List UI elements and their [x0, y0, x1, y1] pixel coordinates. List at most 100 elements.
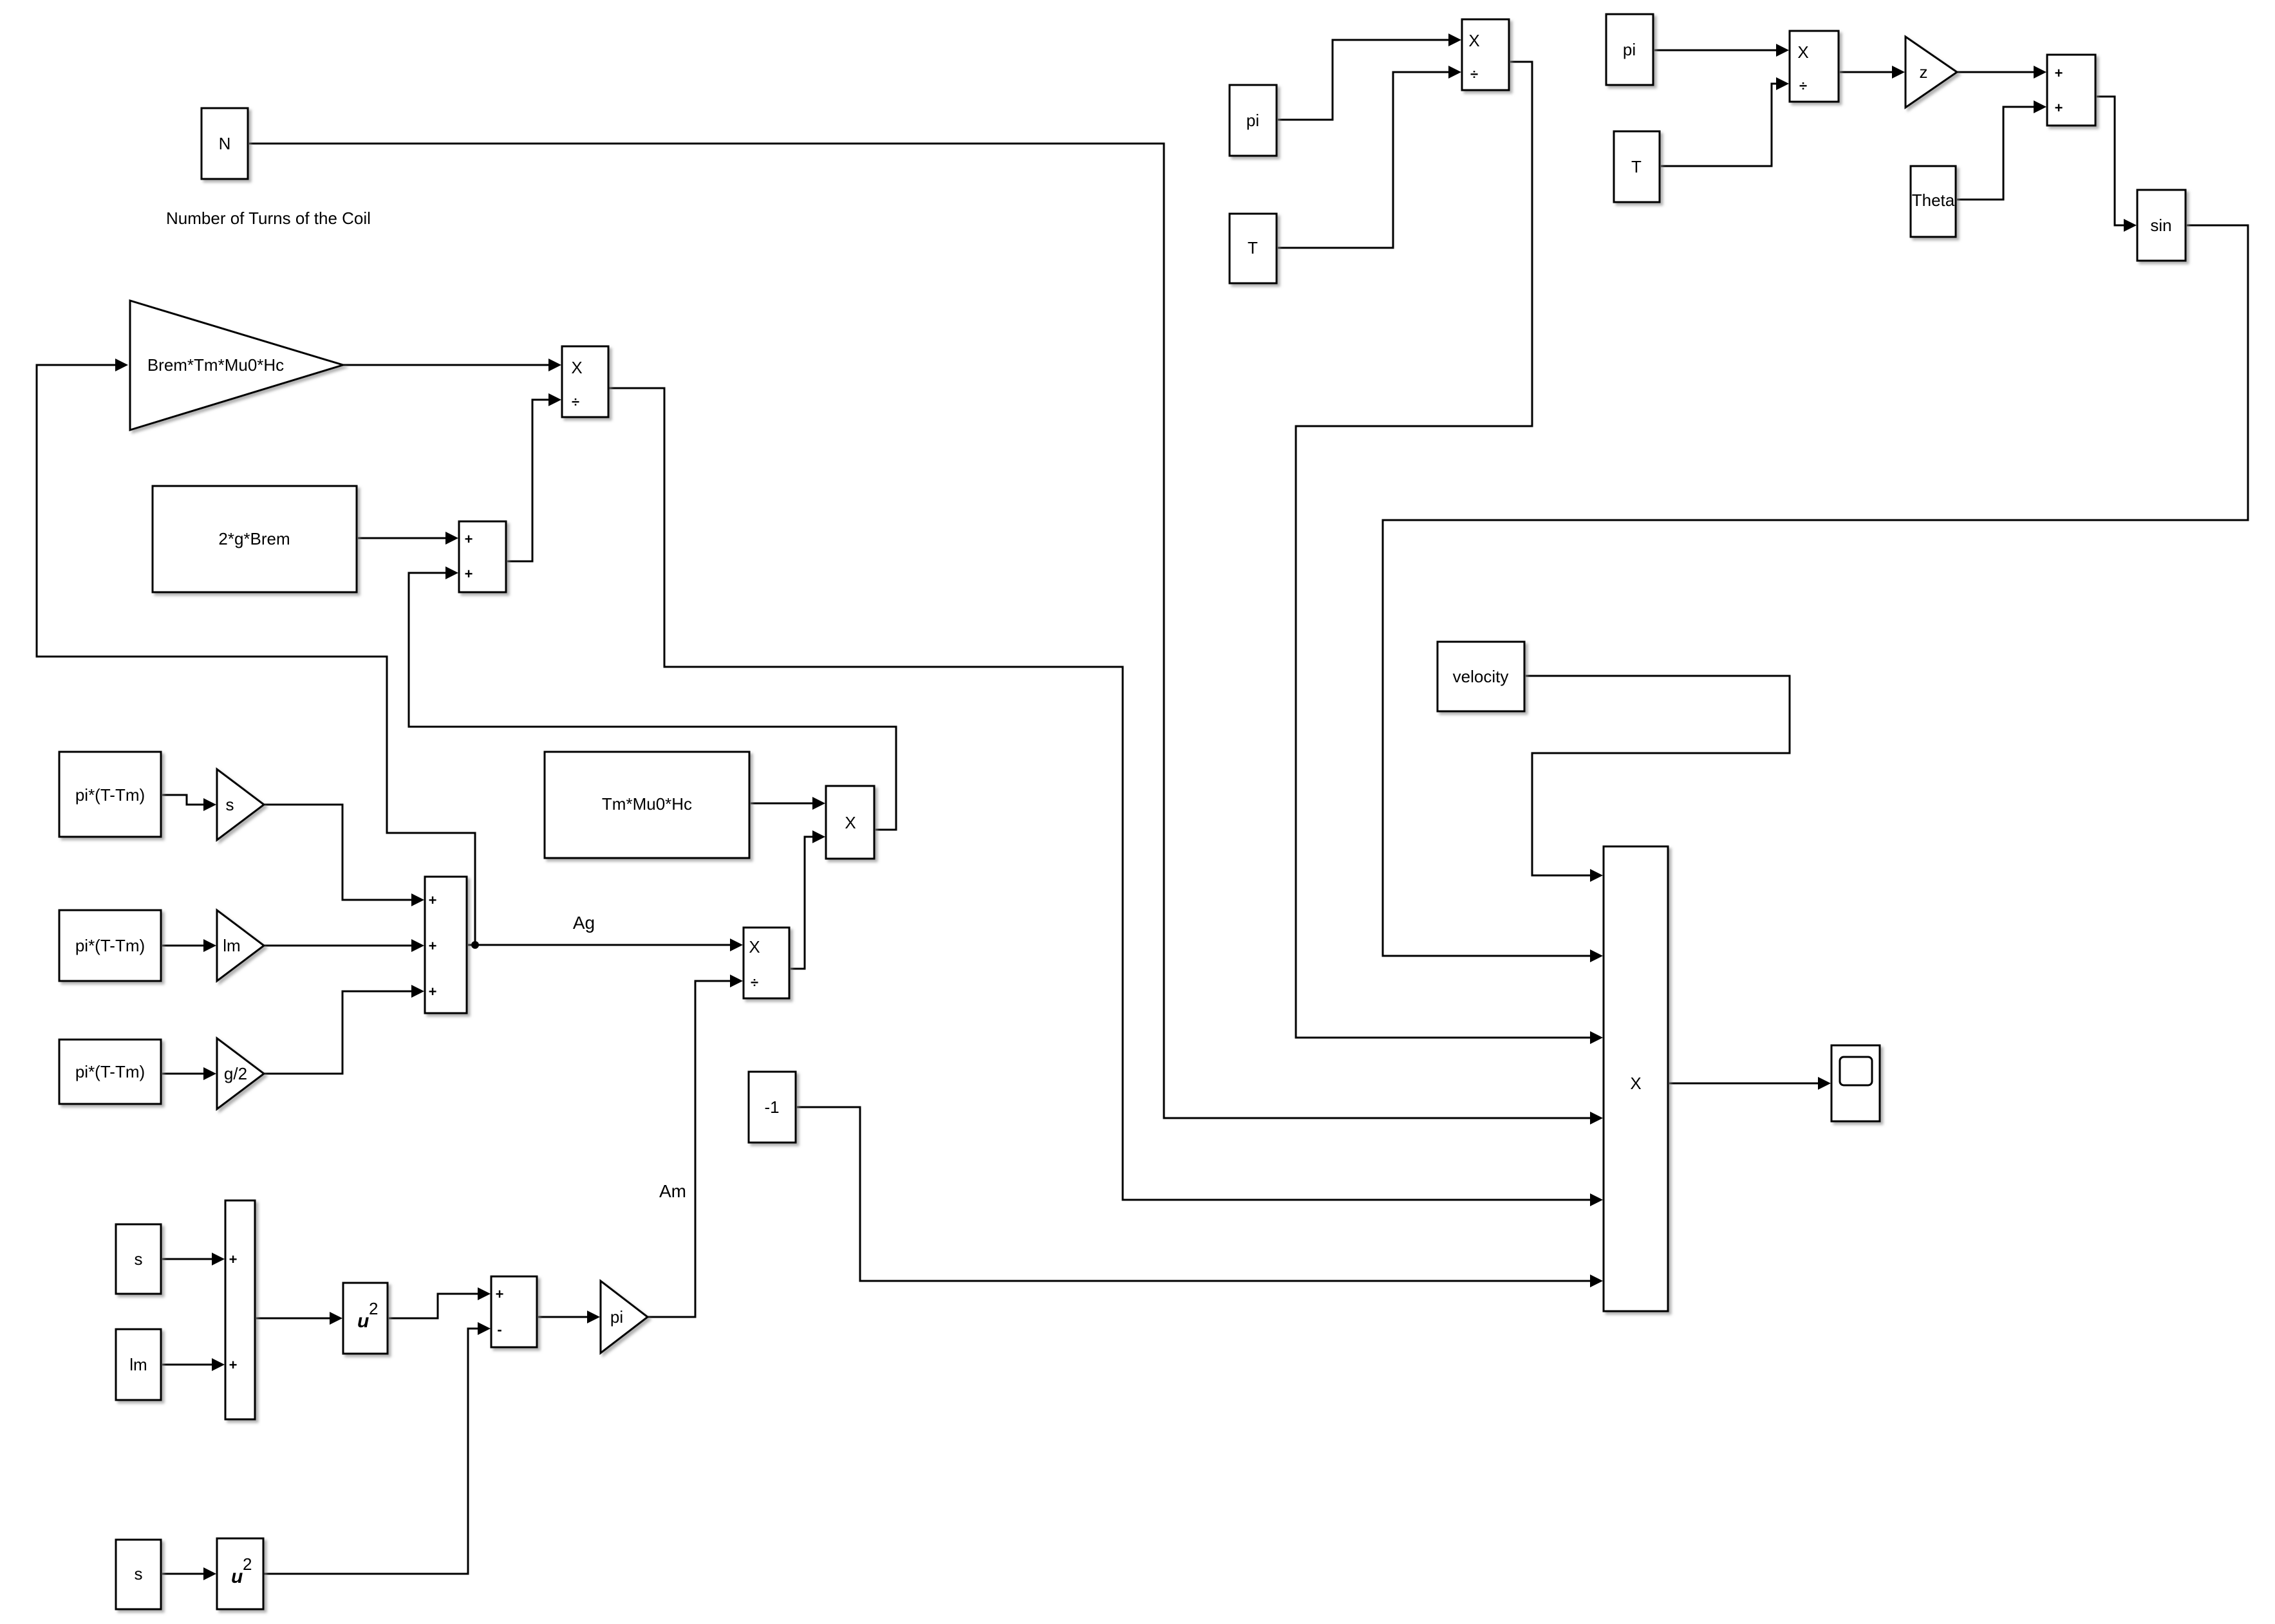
constant-neg1-label: -1 — [764, 1097, 779, 1117]
square-block-2[interactable]: u 2 — [216, 1537, 265, 1610]
divide-block-1[interactable]: X ÷ — [561, 345, 610, 418]
constant-n-label: N — [219, 134, 231, 153]
product-big-label: X — [1630, 1074, 1641, 1093]
divide-block-b[interactable]: X ÷ — [1788, 30, 1840, 103]
constant-t-a-label: T — [1248, 238, 1258, 257]
constant-pi-a-label: pi — [1246, 111, 1259, 130]
constant-theta-block[interactable]: Theta — [1909, 165, 1957, 238]
divide-a-div: ÷ — [1470, 66, 1478, 82]
sin-block[interactable]: sin — [2136, 189, 2187, 262]
sum-1-plus-b: + — [465, 566, 473, 582]
gain-z-label: z — [1920, 62, 1928, 82]
constant-2gbrem-block[interactable]: 2*g*Brem — [151, 485, 358, 593]
wire-s-sum3[interactable] — [264, 803, 415, 901]
constant-pi-block-b[interactable]: pi — [1605, 13, 1654, 86]
signal-lines — [35, 39, 2249, 1575]
square-block-1[interactable]: u 2 — [342, 1282, 389, 1355]
constant-lm-label: lm — [129, 1355, 147, 1374]
sum-1-plus-a: + — [465, 531, 473, 547]
wire-pitm1-s[interactable] — [162, 794, 207, 806]
sum-3-plus-a: + — [229, 1251, 238, 1267]
constant-pitm-block-3[interactable]: pi*(T-Tm) — [58, 1038, 162, 1105]
gain-pi-label: pi — [610, 1307, 623, 1327]
product-block-big[interactable]: X — [1602, 845, 1669, 1312]
wire-t-b[interactable] — [1661, 82, 1780, 167]
constant-theta-label: Theta — [1912, 191, 1955, 210]
wire-sum-div[interactable] — [507, 398, 552, 563]
subtract-plus: + — [496, 1286, 504, 1302]
constant-lm-block[interactable]: lm — [115, 1328, 162, 1401]
constant-tmmu0hc-label: Tm*Mu0*Hc — [602, 794, 692, 814]
sum-block-3[interactable]: + + — [224, 1199, 256, 1421]
constant-2gbrem-label: 2*g*Brem — [218, 529, 290, 548]
sum-2-plus-b: + — [429, 938, 437, 954]
wire-pi-a[interactable] — [1278, 39, 1452, 121]
sum-block-2[interactable]: + + + — [424, 875, 468, 1014]
signal-ag-label: Ag — [573, 913, 595, 933]
divide-2-times: X — [749, 937, 760, 957]
product-block-1[interactable]: X — [825, 785, 875, 860]
constant-neg1-block[interactable]: -1 — [747, 1070, 797, 1144]
n-caption: Number of Turns of the Coil — [166, 209, 371, 228]
wire-g2-sum3[interactable] — [264, 990, 415, 1075]
sum-4-plus-b: + — [2055, 100, 2063, 116]
constant-s-block-1[interactable]: s — [115, 1223, 162, 1295]
wire-sum-sin[interactable] — [2097, 95, 2128, 227]
divide-block-a[interactable]: X ÷ — [1461, 18, 1510, 91]
constant-velocity-block[interactable]: velocity — [1436, 640, 1526, 713]
gain-z-block[interactable]: z — [1904, 35, 1959, 109]
wire-velocity[interactable] — [1526, 675, 1791, 877]
constant-velocity-label: velocity — [1453, 667, 1509, 686]
sin-label: sin — [2150, 216, 2171, 235]
constant-pitm-block-1[interactable]: pi*(T-Tm) — [58, 751, 162, 838]
constant-s-block-2[interactable]: s — [115, 1538, 162, 1610]
gain-lm-block[interactable]: lm — [216, 908, 266, 984]
wire-sin-prod[interactable] — [1381, 224, 2249, 957]
gain-s-label: s — [226, 795, 234, 814]
constant-t-block-b[interactable]: T — [1613, 130, 1661, 203]
constant-pitm-3-label: pi*(T-Tm) — [75, 1062, 145, 1081]
gain-brem-label: Brem*Tm*Mu0*Hc — [147, 355, 284, 375]
wire-sq2-sub[interactable] — [264, 1327, 482, 1575]
wire-sq-sub[interactable] — [389, 1293, 482, 1320]
scope-icon — [1839, 1056, 1873, 1087]
wire-t-a[interactable] — [1278, 71, 1452, 249]
wire-n[interactable] — [249, 142, 1590, 1119]
wire-x-to-sum[interactable] — [407, 572, 897, 831]
sum-block-4[interactable]: + + — [2046, 53, 2097, 127]
constant-t-block-a[interactable]: T — [1228, 212, 1278, 285]
gain-pi-block[interactable]: pi — [599, 1278, 650, 1356]
arrowheads — [115, 33, 2137, 1580]
constant-t-b-label: T — [1631, 157, 1642, 176]
scope-block[interactable] — [1830, 1044, 1881, 1123]
subtract-block[interactable]: + - — [490, 1275, 538, 1349]
sum-3-plus-b: + — [229, 1357, 238, 1373]
constant-pi-b-label: pi — [1623, 40, 1636, 59]
constant-s-1-label: s — [135, 1249, 143, 1269]
sum-2-plus-c: + — [429, 984, 437, 1000]
sum-block-1[interactable]: + + — [458, 520, 507, 593]
constant-pi-block-a[interactable]: pi — [1228, 84, 1278, 157]
wire-am[interactable] — [648, 980, 734, 1318]
gain-g2-block[interactable]: g/2 — [216, 1036, 266, 1112]
constant-pitm-block-2[interactable]: pi*(T-Tm) — [58, 909, 162, 982]
square-2-exp: 2 — [243, 1554, 252, 1574]
divide-a-times: X — [1468, 31, 1479, 50]
gain-lm-label: lm — [223, 936, 240, 955]
wire-ag-to-brem[interactable] — [35, 364, 476, 945]
square-1-base: u — [357, 1311, 369, 1332]
constant-tmmu0hc-block[interactable]: Tm*Mu0*Hc — [543, 751, 751, 859]
wire-theta-sum[interactable] — [1957, 106, 2037, 201]
square-1-exp: 2 — [369, 1299, 378, 1318]
wire-neg1[interactable] — [797, 1106, 1590, 1282]
gain-brem-block[interactable]: Brem*Tm*Mu0*Hc — [129, 299, 347, 432]
constant-n-block[interactable]: N — [200, 107, 249, 180]
wire-div-to-prod[interactable] — [609, 387, 1590, 1201]
wire-div2-x[interactable] — [791, 835, 816, 970]
gain-s-block[interactable]: s — [216, 767, 266, 843]
wire-diva-prod[interactable] — [1295, 61, 1590, 1039]
constant-pitm-2-label: pi*(T-Tm) — [75, 936, 145, 955]
divide-2-div: ÷ — [751, 975, 758, 991]
divide-block-2[interactable]: X ÷ — [742, 926, 791, 1000]
